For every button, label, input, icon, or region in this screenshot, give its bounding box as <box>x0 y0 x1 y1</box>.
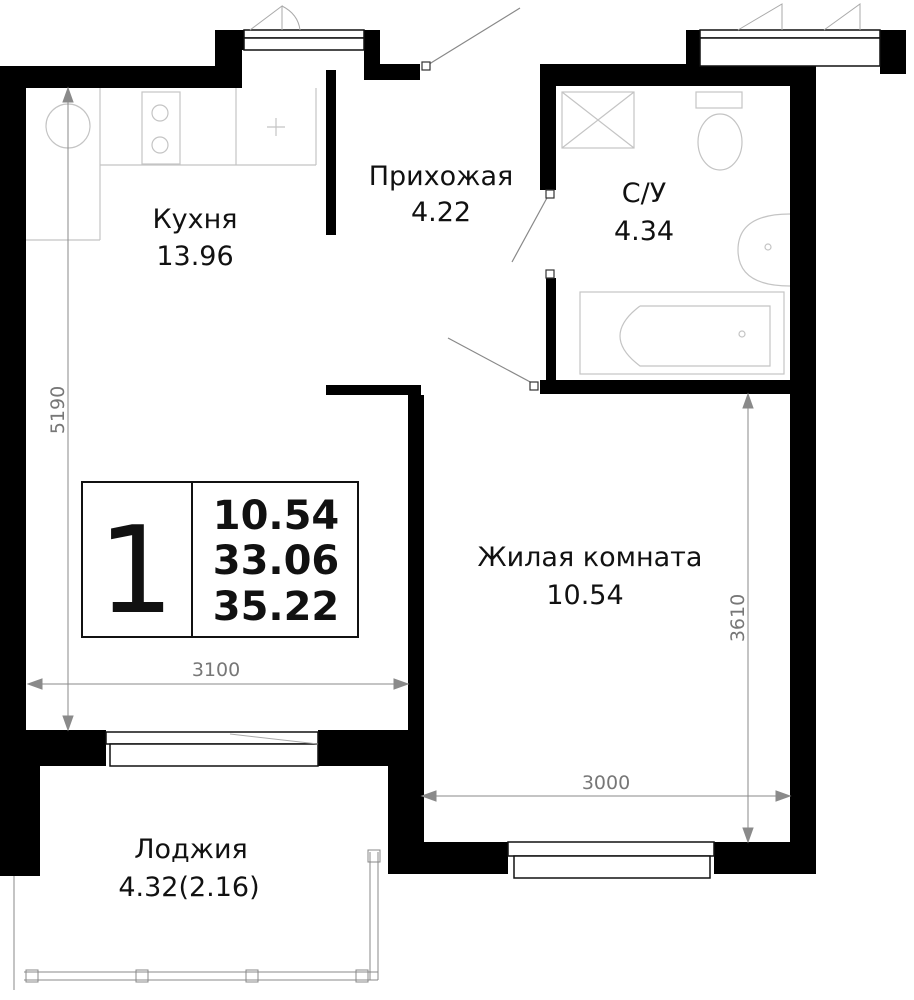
dimension-lines <box>26 86 792 844</box>
kitchen-height-dimension: 5190 <box>47 386 69 434</box>
living-room-label: Жилая комната <box>478 542 703 573</box>
toilet-tank-icon <box>695 91 743 109</box>
kitchen-width-dimension: 3100 <box>192 659 240 681</box>
kitchen-area: 13.96 <box>156 241 233 272</box>
loggia-area: 4.32(2.16) <box>118 872 259 903</box>
living-height-dimension: 3610 <box>727 594 749 642</box>
doors <box>421 7 555 391</box>
toilet-icon <box>697 113 743 171</box>
loggia-railing <box>13 849 381 990</box>
rooms-count: 1 <box>98 502 174 641</box>
shower-icon <box>561 91 635 149</box>
kitchen-window <box>243 29 365 39</box>
balcony-door <box>105 731 319 745</box>
living-window <box>507 841 715 857</box>
kitchen-label: Кухня <box>152 204 237 235</box>
living-area-total: 10.54 <box>213 493 340 539</box>
total-area: 33.06 <box>213 538 340 584</box>
hallway-area: 4.22 <box>411 197 471 228</box>
loggia-label: Лоджия <box>134 834 248 865</box>
bathroom-door <box>511 195 549 263</box>
bathroom-area: 4.34 <box>614 216 674 247</box>
living-window-frame <box>513 855 711 879</box>
bathroom-window <box>699 29 881 39</box>
summary-box: 1 10.54 33.06 35.22 <box>81 481 359 641</box>
hallway-label: Прихожая <box>369 161 514 192</box>
washbasin-icon <box>737 213 791 287</box>
bathtub-icon <box>579 291 785 375</box>
walls <box>0 30 906 876</box>
bathroom-label: С/У <box>622 178 666 209</box>
bathroom-window-frame <box>699 37 881 67</box>
entrance-door <box>425 7 521 67</box>
living-door <box>447 337 535 385</box>
living-room-area: 10.54 <box>546 580 623 611</box>
stove-icon <box>141 91 181 165</box>
balcony-door-frame <box>109 743 319 767</box>
kitchen-window-frame <box>243 37 365 51</box>
living-width-dimension: 3000 <box>582 772 630 794</box>
bathroom-fixtures <box>561 91 791 375</box>
windows <box>105 29 881 879</box>
window-swings <box>229 3 861 745</box>
total-area-with-loggia: 35.22 <box>213 584 340 630</box>
